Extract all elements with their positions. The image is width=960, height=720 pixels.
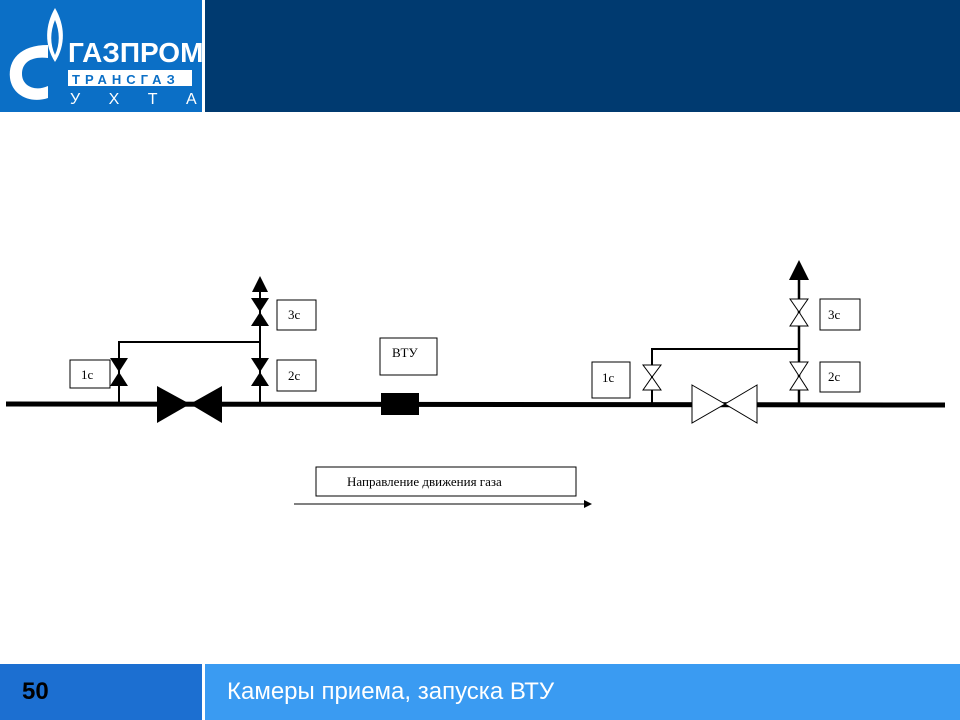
gas-flow-direction: Направление движения газа	[294, 466, 592, 508]
valve-3c-left	[251, 298, 269, 326]
svg-text:У Х Т А: У Х Т А	[70, 91, 202, 108]
gazprom-logo-icon: ГАЗПРОМ ТРАНСГАЗ У Х Т А	[9, 8, 203, 108]
main-pipe	[5, 401, 946, 408]
svg-text:3с: 3с	[828, 307, 841, 322]
right-chamber: 1с 2с 3с	[591, 260, 861, 424]
main-valve-left	[157, 386, 190, 423]
svg-text:3с: 3с	[288, 307, 301, 322]
svg-text:Направление движения газа: Направление движения газа	[347, 474, 502, 489]
slide-title: Камеры приема, запуска ВТУ	[205, 664, 960, 720]
valve-1c-right	[642, 364, 662, 391]
valve-3c-right	[789, 298, 809, 327]
valve-1c-left	[110, 358, 128, 386]
svg-text:ВТУ: ВТУ	[392, 345, 418, 360]
valve-2c-right	[789, 361, 809, 391]
valve-2c-left	[251, 358, 269, 386]
slide-number: 50	[0, 664, 202, 720]
svg-text:2с: 2с	[828, 369, 841, 384]
svg-text:1с: 1с	[602, 370, 615, 385]
svg-text:ТРАНСГАЗ: ТРАНСГАЗ	[72, 72, 180, 87]
btu-device: ВТУ	[379, 337, 438, 415]
svg-text:2с: 2с	[288, 368, 301, 383]
svg-text:1с: 1с	[81, 367, 94, 382]
company-logo: ГАЗПРОМ ТРАНСГАЗ У Х Т А	[0, 0, 203, 112]
header-bar	[205, 0, 960, 112]
svg-text:ГАЗПРОМ: ГАЗПРОМ	[68, 37, 202, 68]
left-chamber: 1с 2с 3с	[5, 276, 946, 423]
